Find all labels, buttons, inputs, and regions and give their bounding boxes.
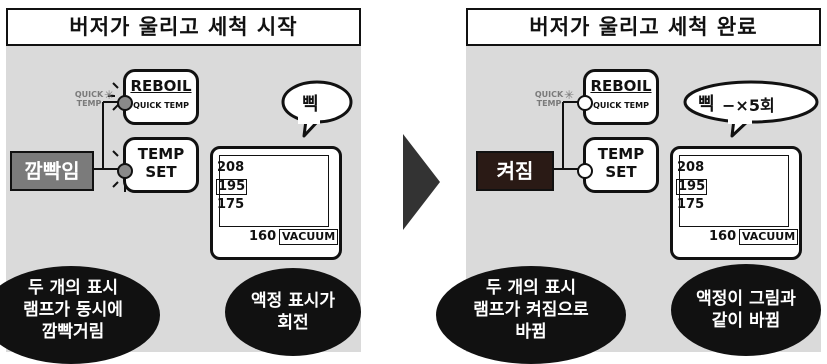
beep-text: 삑 bbox=[698, 94, 715, 115]
beep-text: 삑 bbox=[302, 94, 319, 115]
sparkle-icon: ✳ bbox=[564, 88, 575, 102]
temp-set-button[interactable]: TEMP SET bbox=[583, 137, 659, 193]
set-label: SET bbox=[605, 163, 637, 181]
caption-line: 액정이 그림과 bbox=[696, 289, 796, 309]
quick-temp-lamp-label: QUICK TEMP bbox=[74, 90, 104, 108]
panel-title: 버저가 울리고 세척 완료 bbox=[529, 15, 758, 39]
lcd-screen bbox=[679, 155, 789, 227]
caption-line: 램프가 켜짐으로 bbox=[473, 300, 589, 320]
temp-208: 208 bbox=[677, 160, 705, 175]
caption-bubble bbox=[671, 264, 821, 356]
temp-195: 195 bbox=[216, 179, 248, 195]
caption-line: 회전 bbox=[277, 313, 309, 333]
title-box: 버저가 울리고 세척 완료 bbox=[466, 8, 821, 46]
quick-temp-label: QUICK TEMP bbox=[593, 101, 649, 110]
caption-bubble bbox=[436, 266, 626, 364]
lcd-screen bbox=[219, 155, 329, 227]
speech-bubble-icon bbox=[683, 80, 819, 138]
lcd-display: 208 195 175 160 VACUUM bbox=[210, 146, 342, 260]
caption-line: 같이 바뀜 bbox=[711, 311, 781, 331]
reboil-label: REBOIL bbox=[130, 77, 192, 95]
reboil-button[interactable]: REBOIL QUICK TEMP bbox=[123, 69, 199, 125]
temp-label: TEMP bbox=[137, 145, 185, 163]
temp-lamp bbox=[577, 163, 593, 179]
temp-set-button[interactable]: TEMP SET bbox=[123, 137, 199, 193]
panel-cleaning-start: 버저가 울리고 세척 시작 bbox=[0, 8, 361, 364]
temp-175: 175 bbox=[677, 197, 705, 212]
panel-title: 버저가 울리고 세척 시작 bbox=[69, 15, 298, 39]
caption-line: 액정 표시가 bbox=[250, 291, 336, 311]
temp-lamp bbox=[117, 163, 133, 179]
reboil-label: REBOIL bbox=[590, 77, 652, 95]
caption-line: 두 개의 표시 bbox=[27, 278, 119, 298]
temp-208: 208 bbox=[217, 160, 245, 175]
reboil-lamp bbox=[577, 95, 593, 111]
caption-line: 바뀜 bbox=[515, 322, 547, 342]
reboil-button[interactable]: REBOIL QUICK TEMP bbox=[583, 69, 659, 125]
title-box: 버저가 울리고 세척 시작 bbox=[6, 8, 361, 46]
temp-label: TEMP bbox=[597, 145, 645, 163]
status-badge: 켜짐 bbox=[476, 151, 554, 191]
caption-bubble bbox=[225, 268, 361, 356]
beep-count-text: −×5회 bbox=[722, 96, 775, 115]
temp-195: 195 bbox=[676, 179, 708, 195]
panel-cleaning-complete: 버저가 울리고 세척 완료 QUICK TEMP ✳ REBOIL QUICK … bbox=[436, 8, 821, 364]
lcd-display: 208 195 175 160 VACUUM bbox=[670, 146, 802, 260]
status-badge: 깜빡임 bbox=[10, 151, 94, 191]
vacuum-label: VACUUM bbox=[279, 229, 339, 245]
quick-temp-lamp-label: QUICK TEMP bbox=[534, 90, 564, 108]
speech-bubble-icon bbox=[281, 80, 353, 138]
reboil-lamp bbox=[117, 95, 133, 111]
caption-line: 램프가 동시에 bbox=[23, 300, 123, 320]
sparkle-icon: ✳ bbox=[104, 88, 115, 102]
temp-175: 175 bbox=[217, 197, 245, 212]
caption-bubble bbox=[0, 266, 160, 364]
caption-line: 깜빡거림 bbox=[41, 322, 105, 342]
temp-160: 160 bbox=[709, 229, 737, 244]
caption-line: 두 개의 표시 bbox=[485, 278, 577, 298]
vacuum-label: VACUUM bbox=[739, 229, 799, 245]
set-label: SET bbox=[145, 163, 177, 181]
quick-temp-label: QUICK TEMP bbox=[133, 101, 189, 110]
temp-160: 160 bbox=[249, 229, 277, 244]
